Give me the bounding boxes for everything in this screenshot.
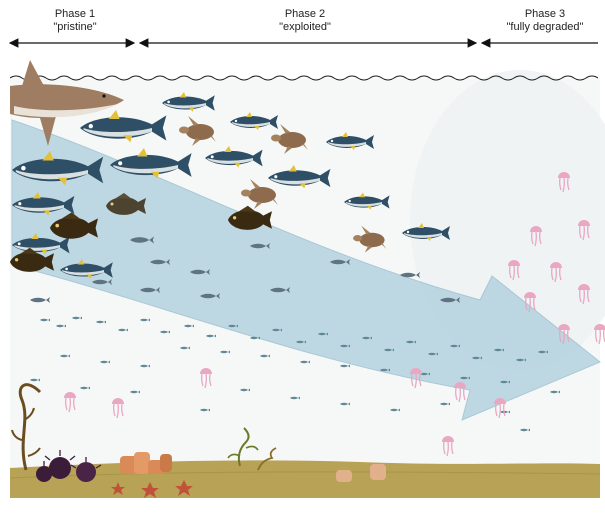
phase-2-title: Phase 2 xyxy=(245,8,365,21)
phase-3-label: Phase 3 "fully degraded" xyxy=(490,8,600,34)
phase-3-title: Phase 3 xyxy=(490,8,600,21)
phase-2-label: Phase 2 "exploited" xyxy=(245,8,365,34)
phase-3-subtitle: "fully degraded" xyxy=(490,21,600,34)
phase-1-subtitle: "pristine" xyxy=(20,21,130,34)
phase-1-title: Phase 1 xyxy=(20,8,130,21)
phase-2-subtitle: "exploited" xyxy=(245,21,365,34)
phase-1-label: Phase 1 "pristine" xyxy=(20,8,130,34)
